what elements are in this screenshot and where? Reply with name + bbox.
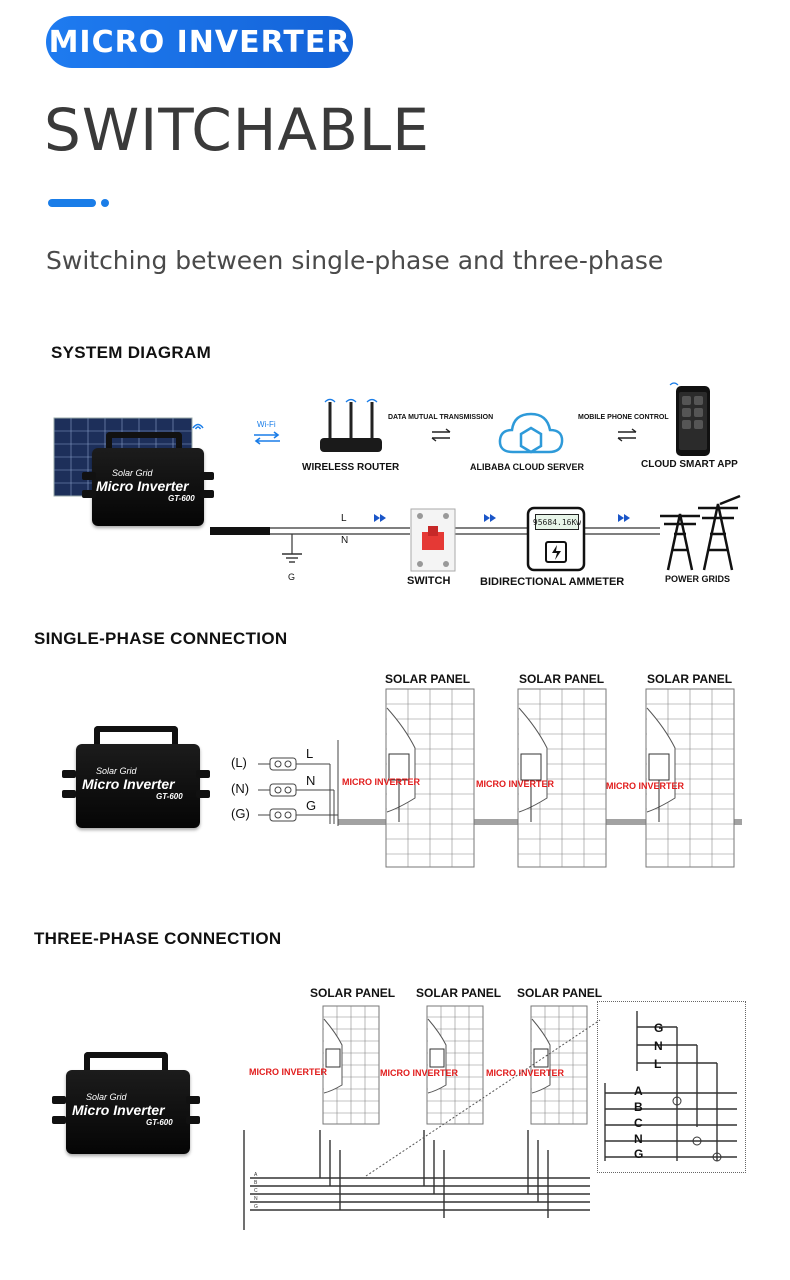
smart-app-label: CLOUD SMART APP <box>641 459 738 470</box>
tp-inverter-label-2: MICRO INVERTER <box>380 1068 459 1078</box>
mini-bus-g: G <box>254 1204 258 1210</box>
detail-n-label: N <box>654 1039 663 1053</box>
micro-inverter-image: Solar Grid Micro Inverter GT-600 <box>82 432 222 532</box>
smartphone-icon <box>669 382 710 456</box>
single-phase-title: SINGLE-PHASE CONNECTION <box>34 629 288 648</box>
ground-label: G <box>288 572 296 582</box>
tp-panel-label-2: SOLAR PANEL <box>416 986 502 1000</box>
page-subtitle: Switching between single-phase and three… <box>46 246 664 275</box>
terminal-n-label: (N) <box>231 781 250 796</box>
router-label: WIRELESS ROUTER <box>302 462 400 473</box>
tp-solar-panel-2 <box>426 1005 484 1125</box>
terminal-g-label: (G) <box>231 806 250 821</box>
category-badge: MICRO INVERTER <box>46 16 353 68</box>
solar-panel-2 <box>517 688 607 868</box>
detail-bus-n: N <box>634 1132 643 1146</box>
detail-bus-b: B <box>634 1100 643 1114</box>
line-l-label: L <box>341 513 347 524</box>
inverter-label-2: MICRO INVERTER <box>476 779 555 789</box>
inverter-label-1: MICRO INVERTER <box>342 777 421 787</box>
system-diagram-title: SYSTEM DIAGRAM <box>51 343 212 362</box>
three-phase-title: THREE-PHASE CONNECTION <box>34 929 282 948</box>
detail-l-label: L <box>654 1057 662 1071</box>
detail-bus-c: C <box>634 1116 643 1130</box>
phase-detail-wiring <box>604 1011 737 1162</box>
tp-solar-panel-3 <box>530 1005 588 1125</box>
router-icon <box>320 398 382 452</box>
page-title: SWITCHABLE <box>44 96 430 164</box>
breaker-switch-icon <box>410 508 456 572</box>
three-phase-bus-wiring: A B C N G <box>243 1019 601 1230</box>
exchange-arrows-icon <box>431 428 451 442</box>
tp-inverter-label-1: MICRO INVERTER <box>249 1067 328 1077</box>
line-n-label: N <box>341 535 349 546</box>
ammeter-label: BIDIRECTIONAL AMMETER <box>480 576 625 588</box>
terminal-l-label: (L) <box>231 755 247 770</box>
detail-bus-g: G <box>634 1147 644 1161</box>
tp-panel-label-1: SOLAR PANEL <box>310 986 396 1000</box>
data-transmission-label: DATA MUTUAL TRANSMISSION <box>388 414 494 421</box>
micro-inverter-image: Solar Grid Micro Inverter GT-600 <box>50 1052 210 1160</box>
bus-g-label: G <box>306 798 317 813</box>
solar-panel-3 <box>645 688 735 868</box>
cloud-server-label: ALIBABA CLOUD SERVER <box>470 462 585 472</box>
mobile-control-label: MOBILE PHONE CONTROL <box>578 414 669 421</box>
switch-label: SWITCH <box>407 575 451 587</box>
power-grid-label: POWER GRIDS <box>665 574 731 584</box>
wifi-exchange-icon <box>254 431 280 445</box>
phase-detail-box <box>597 1001 746 1173</box>
detail-g-label: G <box>654 1021 664 1035</box>
control-arrows-icon <box>617 428 637 442</box>
detail-bus-a: A <box>634 1084 643 1098</box>
wifi-label: Wi-Fi <box>257 420 276 429</box>
micro-inverter-image: Solar Grid Micro Inverter GT-600 <box>60 726 220 834</box>
mini-bus-a: A <box>254 1172 258 1178</box>
mini-bus-c: C <box>254 1188 258 1194</box>
bus-n-label: N <box>306 773 316 788</box>
tp-solar-panel-1 <box>322 1005 380 1125</box>
panel-label-1: SOLAR PANEL <box>385 672 471 686</box>
wifi-signal-icon <box>192 423 204 430</box>
power-line-diagram <box>210 514 660 563</box>
mini-bus-b: B <box>254 1180 258 1186</box>
mini-bus-n: N <box>254 1196 258 1202</box>
tp-inverter-label-3: MICRO INVERTER <box>486 1068 565 1078</box>
tp-panel-label-3: SOLAR PANEL <box>517 986 603 1000</box>
power-tower-icon <box>660 494 741 571</box>
solar-panel-1 <box>385 688 475 868</box>
bus-l-label: L <box>306 746 314 761</box>
panel-label-3: SOLAR PANEL <box>647 672 733 686</box>
panel-label-2: SOLAR PANEL <box>519 672 605 686</box>
inverter-label-3: MICRO INVERTER <box>606 781 685 791</box>
meter-reading: 95684.16Kw <box>533 514 581 530</box>
cloud-server-icon <box>498 412 564 454</box>
